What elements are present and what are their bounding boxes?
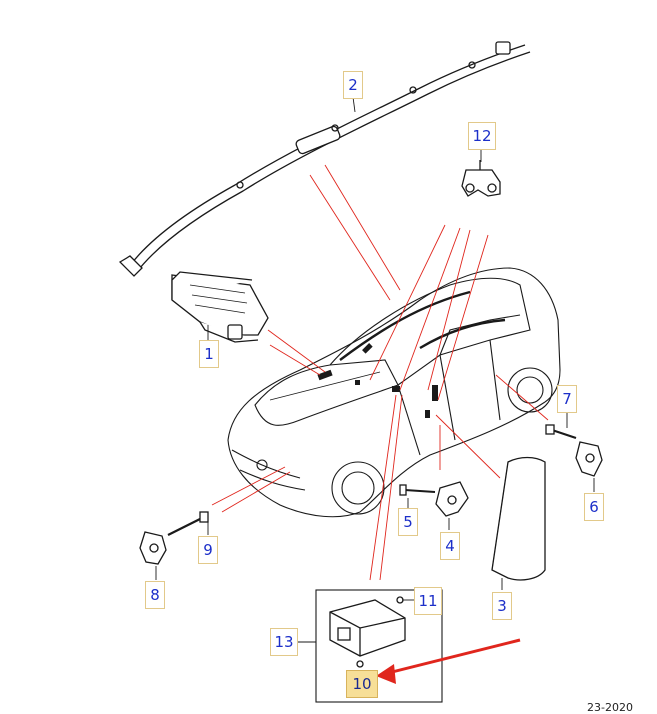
leader-lines xyxy=(211,164,549,677)
curtain-airbag-part xyxy=(118,41,531,277)
callout-12: 12 xyxy=(468,122,496,150)
impact-sensor-6 xyxy=(545,424,603,477)
callout-4: 4 xyxy=(440,532,460,560)
sensor-bracket-part xyxy=(461,160,501,197)
pointer-arrow xyxy=(376,664,396,684)
callout-8: 8 xyxy=(145,581,165,609)
impact-sensor-8 xyxy=(139,511,209,565)
callout-11: 11 xyxy=(414,587,442,615)
callout-7: 7 xyxy=(557,385,577,413)
sensor-marks xyxy=(317,343,438,418)
callout-10: 10 xyxy=(346,670,378,698)
callout-leaders xyxy=(155,96,595,643)
callout-3: 3 xyxy=(492,592,512,620)
vehicle-outline xyxy=(227,267,561,518)
callout-9: 9 xyxy=(198,536,218,564)
callout-2: 2 xyxy=(343,71,363,99)
knee-airbag-part xyxy=(491,456,546,581)
callout-1: 1 xyxy=(199,340,219,368)
callout-13: 13 xyxy=(270,628,298,656)
control-module-frame xyxy=(315,589,443,703)
passenger-airbag-part xyxy=(171,271,269,343)
impact-sensor-4 xyxy=(399,481,469,517)
callout-6: 6 xyxy=(584,493,604,521)
callout-5: 5 xyxy=(398,508,418,536)
